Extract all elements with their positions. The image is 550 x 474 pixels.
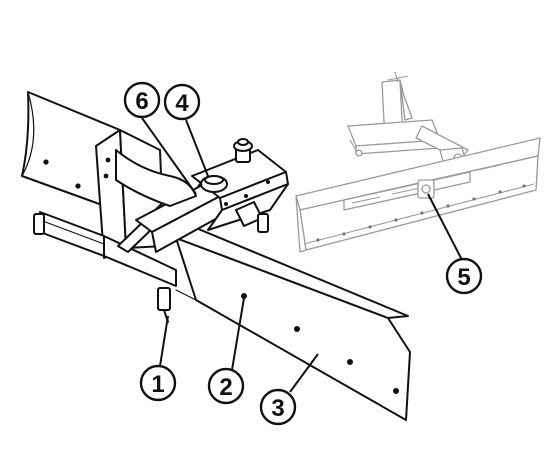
callout-1: 1 [139, 315, 177, 402]
callout-1-label: 1 [151, 371, 164, 398]
callout-5: 5 [427, 193, 483, 295]
front-view-blade-assembly [21, 91, 411, 421]
callout-4: 4 [163, 83, 209, 177]
callout-2: 2 [207, 297, 245, 405]
callout-6-label: 6 [135, 88, 148, 115]
rear-view-blade [295, 137, 541, 253]
callout-5-label: 5 [457, 264, 470, 291]
blade-upper-section [21, 91, 121, 211]
swivel-head [191, 138, 289, 233]
rear-view-blade-assembly [295, 71, 541, 253]
callout-3-label: 3 [271, 395, 284, 422]
callout-4-label: 4 [175, 90, 189, 117]
callouts: 6 4 5 1 [123, 81, 483, 426]
callout-6: 6 [123, 81, 197, 195]
callout-2-label: 2 [219, 374, 232, 401]
callout-3: 3 [259, 353, 319, 426]
